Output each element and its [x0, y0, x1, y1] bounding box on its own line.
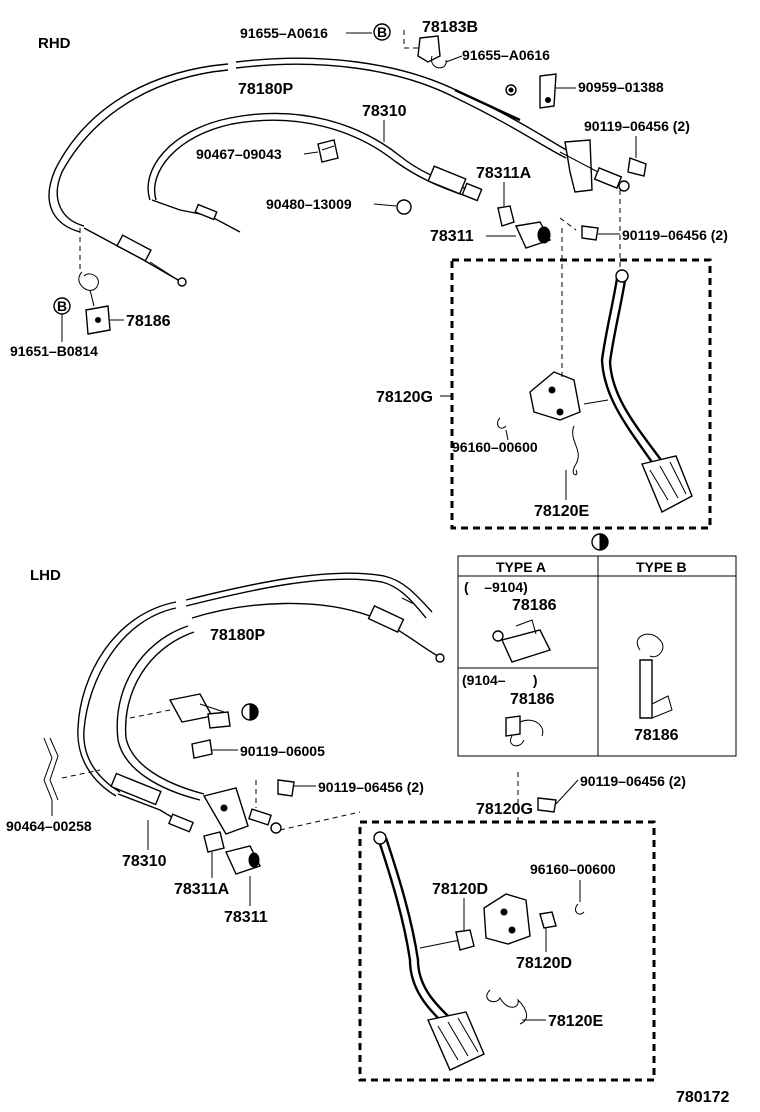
lhd-section-label: LHD	[30, 567, 61, 584]
label-78311-rhd: 78311	[430, 228, 474, 245]
label-78120e-rhd: 78120E	[534, 503, 589, 520]
label-91655-a0616-2: 91655–A0616	[462, 47, 550, 63]
lhd-accelerator-pedal	[373, 831, 485, 1071]
stopper-78311-icon	[514, 221, 552, 249]
bolt-90119-lhd-1-icon	[277, 779, 295, 797]
label-90119-06456-rhd-2: 90119–06456 (2)	[622, 227, 728, 243]
figure-number: 780172	[676, 1089, 729, 1106]
clip-78183b-icon	[403, 30, 447, 69]
type-a-range-2: (9104– )	[462, 672, 537, 688]
label-90467-09043: 90467–09043	[196, 146, 282, 162]
label-78180p-rhd: 78180P	[238, 81, 293, 98]
half-circle-symbol-icon	[591, 533, 609, 551]
label-96160-00600-rhd: 96160–00600	[452, 439, 538, 455]
lhd-accelerator-cable	[77, 572, 433, 833]
type-a-header: TYPE A	[496, 559, 546, 575]
rhd-section-label: RHD	[38, 35, 71, 52]
rhd-accelerator-pedal	[583, 269, 693, 513]
bolt-b-icon-lower: B	[53, 297, 71, 315]
type-b-header: TYPE B	[636, 559, 687, 575]
label-78311a-lhd: 78311A	[174, 881, 230, 898]
label-78120d-lhd-1: 78120D	[432, 881, 488, 898]
label-78120g-lhd: 78120G	[476, 801, 533, 818]
rhd-inner-cable-78310	[147, 112, 483, 233]
rhd-accelerator-cable	[48, 57, 571, 287]
cushion-78311a-icon	[497, 205, 515, 227]
label-90480-13009: 90480–13009	[266, 196, 352, 212]
lhd-bushing-78120d-2	[539, 911, 557, 929]
label-91655-a0616-1: 91655–A0616	[240, 25, 328, 41]
rhd-pedal-bracket	[529, 371, 581, 421]
type-a-range-1: ( –9104)	[464, 579, 528, 595]
label-78120g-rhd: 78120G	[376, 389, 433, 406]
type-table	[457, 555, 737, 757]
lhd-bushing-78120d-1	[455, 929, 475, 951]
lhd-spring-78120e	[486, 989, 527, 1025]
type-a-clip-2-icon	[505, 715, 544, 747]
label-78311a-rhd: 78311A	[476, 165, 532, 182]
label-90119-06005: 90119–06005	[240, 743, 325, 759]
lhd-clip-96160	[575, 903, 585, 915]
clip-91655-icon	[505, 84, 517, 96]
lhd-inner-cable	[116, 602, 445, 801]
label-90119-06456-rhd-1: 90119–06456 (2)	[584, 118, 690, 134]
svg-text:B: B	[377, 24, 387, 40]
label-78120d-lhd-2: 78120D	[516, 955, 572, 972]
label-78120e-lhd: 78120E	[548, 1013, 603, 1030]
label-96160-00600-lhd: 96160–00600	[530, 861, 616, 877]
cushion-78311a-lhd-icon	[203, 831, 225, 853]
type-b-part: 78186	[634, 727, 679, 744]
lhd-pedal-bracket	[483, 893, 531, 945]
bolt-90119-lhd-2-icon	[537, 797, 557, 813]
half-circle-symbol-lhd-icon	[241, 703, 259, 721]
lhd-pedal-assy-box	[358, 820, 656, 1082]
rhd-spring-78120e	[572, 425, 579, 476]
label-78183b: 78183B	[422, 19, 478, 36]
rhd-pedal-assy-box	[450, 258, 712, 530]
clip-90464-icon	[43, 737, 59, 801]
label-90119-06456-lhd-2: 90119–06456 (2)	[580, 773, 686, 789]
rhd-throttle-bracket	[559, 139, 630, 193]
label-78180p-lhd: 78180P	[210, 627, 265, 644]
grommet-90480-icon	[396, 199, 412, 215]
lhd-bracket-upper-icon	[168, 693, 231, 729]
stopper-78311-lhd-icon	[225, 845, 261, 875]
bolt-90119-lower-icon	[581, 225, 599, 241]
label-90464-00258: 90464–00258	[6, 818, 92, 834]
label-91651-b0814: 91651–B0814	[10, 343, 98, 359]
type-a-clip-1-icon	[492, 619, 551, 663]
label-78311-lhd: 78311	[224, 909, 268, 926]
rhd-clip-96160	[497, 417, 507, 429]
type-a-part-1: 78186	[512, 597, 557, 614]
clip-90467-icon	[317, 139, 339, 163]
label-78310-rhd: 78310	[362, 103, 407, 120]
label-90959-01388: 90959–01388	[578, 79, 664, 95]
bolt-90119-upper-icon	[627, 157, 647, 177]
bolt-b-icon-upper: B	[373, 23, 391, 41]
type-a-part-2: 78186	[510, 691, 555, 708]
bracket-90959-icon	[539, 73, 557, 109]
label-78186-rhd: 78186	[126, 313, 171, 330]
label-78310-lhd: 78310	[122, 853, 167, 870]
clip-78186-rhd-icon	[78, 271, 111, 335]
label-90119-06456-lhd-1: 90119–06456 (2)	[318, 779, 424, 795]
bolt-90119-06005-icon	[191, 739, 213, 759]
type-b-clip-icon	[637, 633, 673, 719]
lhd-throttle-bracket	[202, 787, 282, 835]
svg-text:B: B	[57, 298, 67, 314]
